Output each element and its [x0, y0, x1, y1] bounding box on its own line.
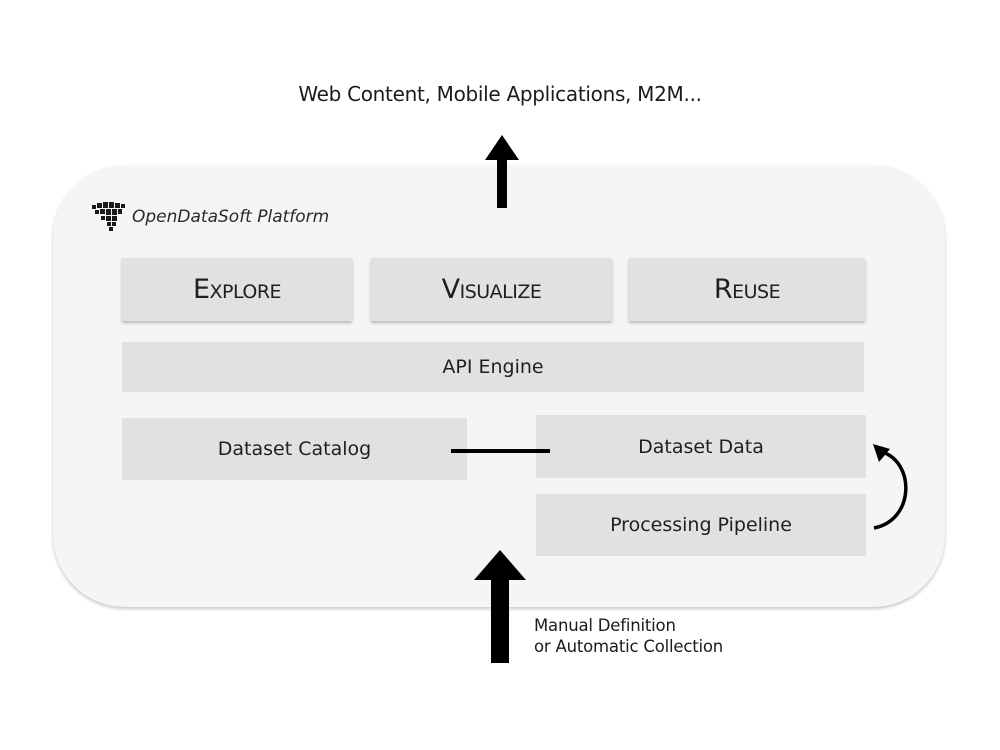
- api-engine-label: API Engine: [442, 356, 544, 378]
- opendatasoft-logo-icon: [92, 202, 125, 231]
- dataset-catalog-label: Dataset Catalog: [217, 438, 372, 460]
- reuse-box: Reuse: [629, 258, 865, 321]
- dataset-data-box: Dataset Data: [536, 415, 866, 478]
- visualize-label: Visualize: [441, 274, 542, 305]
- dataset-data-label: Dataset Data: [638, 435, 764, 458]
- dataset-catalog-box: Dataset Catalog: [122, 418, 467, 480]
- inputs-label: Manual Definition or Automatic Collectio…: [534, 615, 723, 657]
- explore-box: Explore: [122, 258, 352, 321]
- reuse-label: Reuse: [713, 274, 781, 305]
- processing-pipeline-label: Processing Pipeline: [610, 514, 792, 536]
- inputs-label-line1: Manual Definition: [534, 616, 676, 635]
- inputs-label-line2: or Automatic Collection: [534, 637, 724, 656]
- visualize-box: Visualize: [371, 258, 612, 321]
- outputs-label: Web Content, Mobile Applications, M2M...: [298, 82, 702, 106]
- platform-brand: OpenDataSoft Platform: [92, 200, 329, 234]
- processing-pipeline-box: Processing Pipeline: [536, 494, 866, 556]
- explore-label: Explore: [192, 274, 282, 305]
- platform-name: OpenDataSoft Platform: [132, 207, 330, 227]
- api-engine-box: API Engine: [122, 342, 864, 392]
